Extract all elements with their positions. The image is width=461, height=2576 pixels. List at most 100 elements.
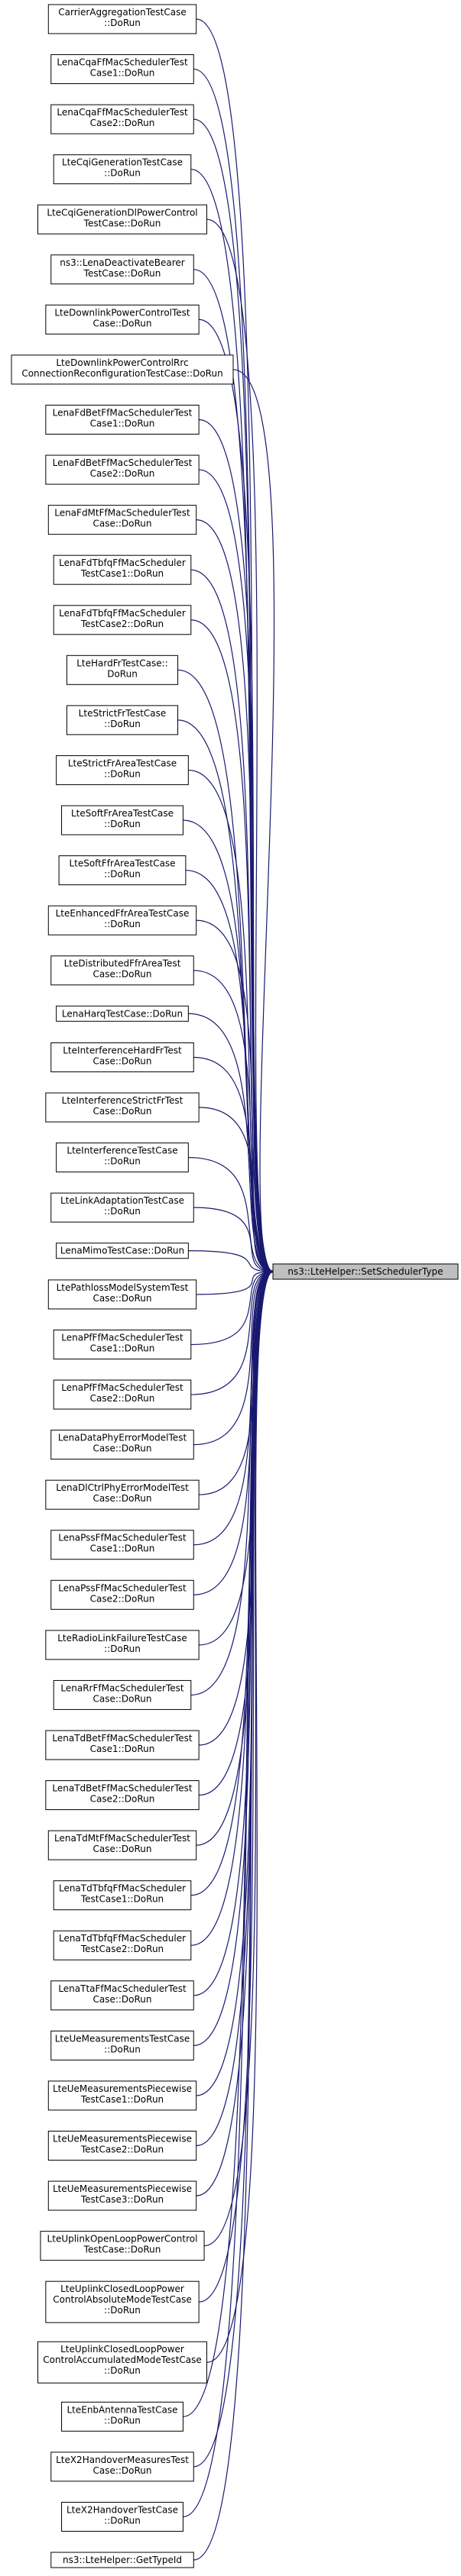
caller-node[interactable]: LteStrictFrAreaTestCase::DoRun: [56, 755, 189, 785]
caller-node[interactable]: LteUplinkClosedLoopPowerControlAbsoluteM…: [45, 2280, 200, 2323]
caller-node[interactable]: LteUplinkClosedLoopPowerControlAccumulat…: [37, 2341, 207, 2384]
caller-node-label: LteUeMeasurementsPiecewise: [53, 2133, 192, 2144]
call-edge: [193, 1272, 273, 1546]
caller-node-box: [61, 2401, 183, 2432]
caller-node[interactable]: LteHardFrTestCase::DoRun: [66, 655, 179, 685]
caller-node[interactable]: LteEnhancedFfrAreaTestCase::DoRun: [47, 905, 197, 936]
caller-node[interactable]: LteCqiGenerationTestCase::DoRun: [53, 154, 192, 185]
caller-node-label: LteStrictFrTestCase: [79, 708, 167, 719]
caller-node-label: Case2::DoRun: [90, 1794, 155, 1805]
caller-node[interactable]: LteUeMeasurementsTestCase::DoRun: [50, 2030, 194, 2060]
caller-node-label: LenaPfFfMacSchedulerTest: [61, 1382, 183, 1393]
caller-node[interactable]: LteSoftFrAreaTestCase::DoRun: [61, 805, 183, 836]
caller-node-label: LteUeMeasurementsPiecewise: [53, 2083, 192, 2094]
caller-node-label: LenaFdBetFfMacSchedulerTest: [53, 408, 193, 419]
caller-node-label: ::DoRun: [104, 919, 141, 929]
caller-node-label: LteInterferenceStrictFrTest: [62, 1095, 183, 1106]
caller-node[interactable]: LteRadioLinkFailureTestCase::DoRun: [45, 1630, 200, 1660]
caller-node-box: [45, 2280, 200, 2323]
caller-node-box: [61, 2501, 183, 2532]
call-edge: [193, 1272, 273, 2046]
caller-node-label: LenaHarqTestCase::DoRun: [62, 1008, 183, 1019]
caller-node-label: Case1::DoRun: [90, 1744, 155, 1754]
caller-node-box: [45, 405, 200, 435]
caller-node-label: CarrierAggregationTestCase: [58, 7, 187, 18]
call-edge: [196, 1272, 273, 2096]
caller-node-label: LenaFdTbfqFfMacScheduler: [59, 608, 186, 619]
caller-node-label: LenaTdBetFfMacSchedulerTest: [52, 1783, 193, 1794]
caller-node-label: LteSoftFrAreaTestCase: [71, 808, 174, 819]
caller-node[interactable]: LteUeMeasurementsPiecewiseTestCase1::DoR…: [47, 2080, 197, 2111]
caller-node[interactable]: LteCqiGenerationDlPowerControlTestCase::…: [37, 204, 207, 234]
caller-node-box: [37, 204, 207, 234]
call-edge: [199, 1272, 273, 1646]
caller-node-label: LenaTdBetFfMacSchedulerTest: [52, 1733, 193, 1744]
caller-node[interactable]: LteUeMeasurementsPiecewiseTestCase2::DoR…: [47, 2130, 197, 2161]
caller-node[interactable]: LteSoftFfrAreaTestCase::DoRun: [58, 855, 187, 886]
caller-node-label: Case::DoRun: [93, 2465, 151, 2476]
call-edge: [199, 419, 273, 1272]
caller-node[interactable]: LteX2HandoverTestCase::DoRun: [61, 2501, 183, 2532]
caller-node-label: Case1::DoRun: [90, 68, 155, 79]
caller-node-label: LenaTdMtFfMacSchedulerTest: [54, 1833, 190, 1844]
caller-node-label: ConnectionReconfigurationTestCase::DoRun: [21, 368, 222, 379]
target-node[interactable]: ns3::LteHelper::SetSchedulerType: [272, 1263, 459, 1280]
call-edge: [199, 318, 273, 1272]
caller-node[interactable]: LenaMimoTestCase::DoRun: [56, 1243, 189, 1259]
caller-node-box: [50, 1980, 194, 2011]
caller-node-box: [45, 1630, 200, 1660]
call-edge: [190, 1272, 273, 1346]
caller-node-box: [47, 1830, 197, 1860]
caller-node-label: LteCqiGenerationDlPowerControl: [47, 207, 197, 218]
call-edge: [193, 1272, 273, 2468]
caller-node[interactable]: LteUplinkOpenLoopPowerControlTestCase::D…: [40, 2231, 205, 2261]
caller-node-box: [47, 505, 197, 535]
caller-node-box: [50, 1042, 194, 1072]
caller-node-label: LteUplinkClosedLoopPower: [60, 2283, 184, 2294]
caller-node[interactable]: LteInterferenceTestCase::DoRun: [56, 1143, 189, 1173]
caller-node[interactable]: LteUeMeasurementsPiecewiseTestCase3::DoR…: [47, 2180, 197, 2211]
caller-node[interactable]: LteLinkAdaptationTestCase::DoRun: [50, 1192, 194, 1223]
caller-node[interactable]: LteStrictFrTestCase::DoRun: [66, 705, 179, 735]
caller-node-label: TestCase1::DoRun: [80, 2094, 164, 2105]
caller-node-box: [61, 805, 183, 836]
caller-node[interactable]: ns3::LteHelper::GetTypeId: [50, 2552, 194, 2568]
caller-node-label: ::DoRun: [104, 2415, 141, 2426]
caller-node-box: [50, 54, 194, 85]
caller-node[interactable]: LteDownlinkPowerControlRrcConnectionReco…: [11, 354, 234, 385]
caller-node-label: LenaFdBetFfMacSchedulerTest: [53, 457, 193, 468]
call-edge: [206, 1272, 274, 2363]
call-edge: [206, 218, 274, 1272]
caller-node[interactable]: CarrierAggregationTestCase::DoRun: [47, 4, 197, 34]
caller-node[interactable]: LenaHarqTestCase::DoRun: [56, 1005, 189, 1022]
caller-node[interactable]: LteEnbAntennaTestCase::DoRun: [61, 2401, 183, 2432]
caller-node-box: [50, 2552, 194, 2568]
